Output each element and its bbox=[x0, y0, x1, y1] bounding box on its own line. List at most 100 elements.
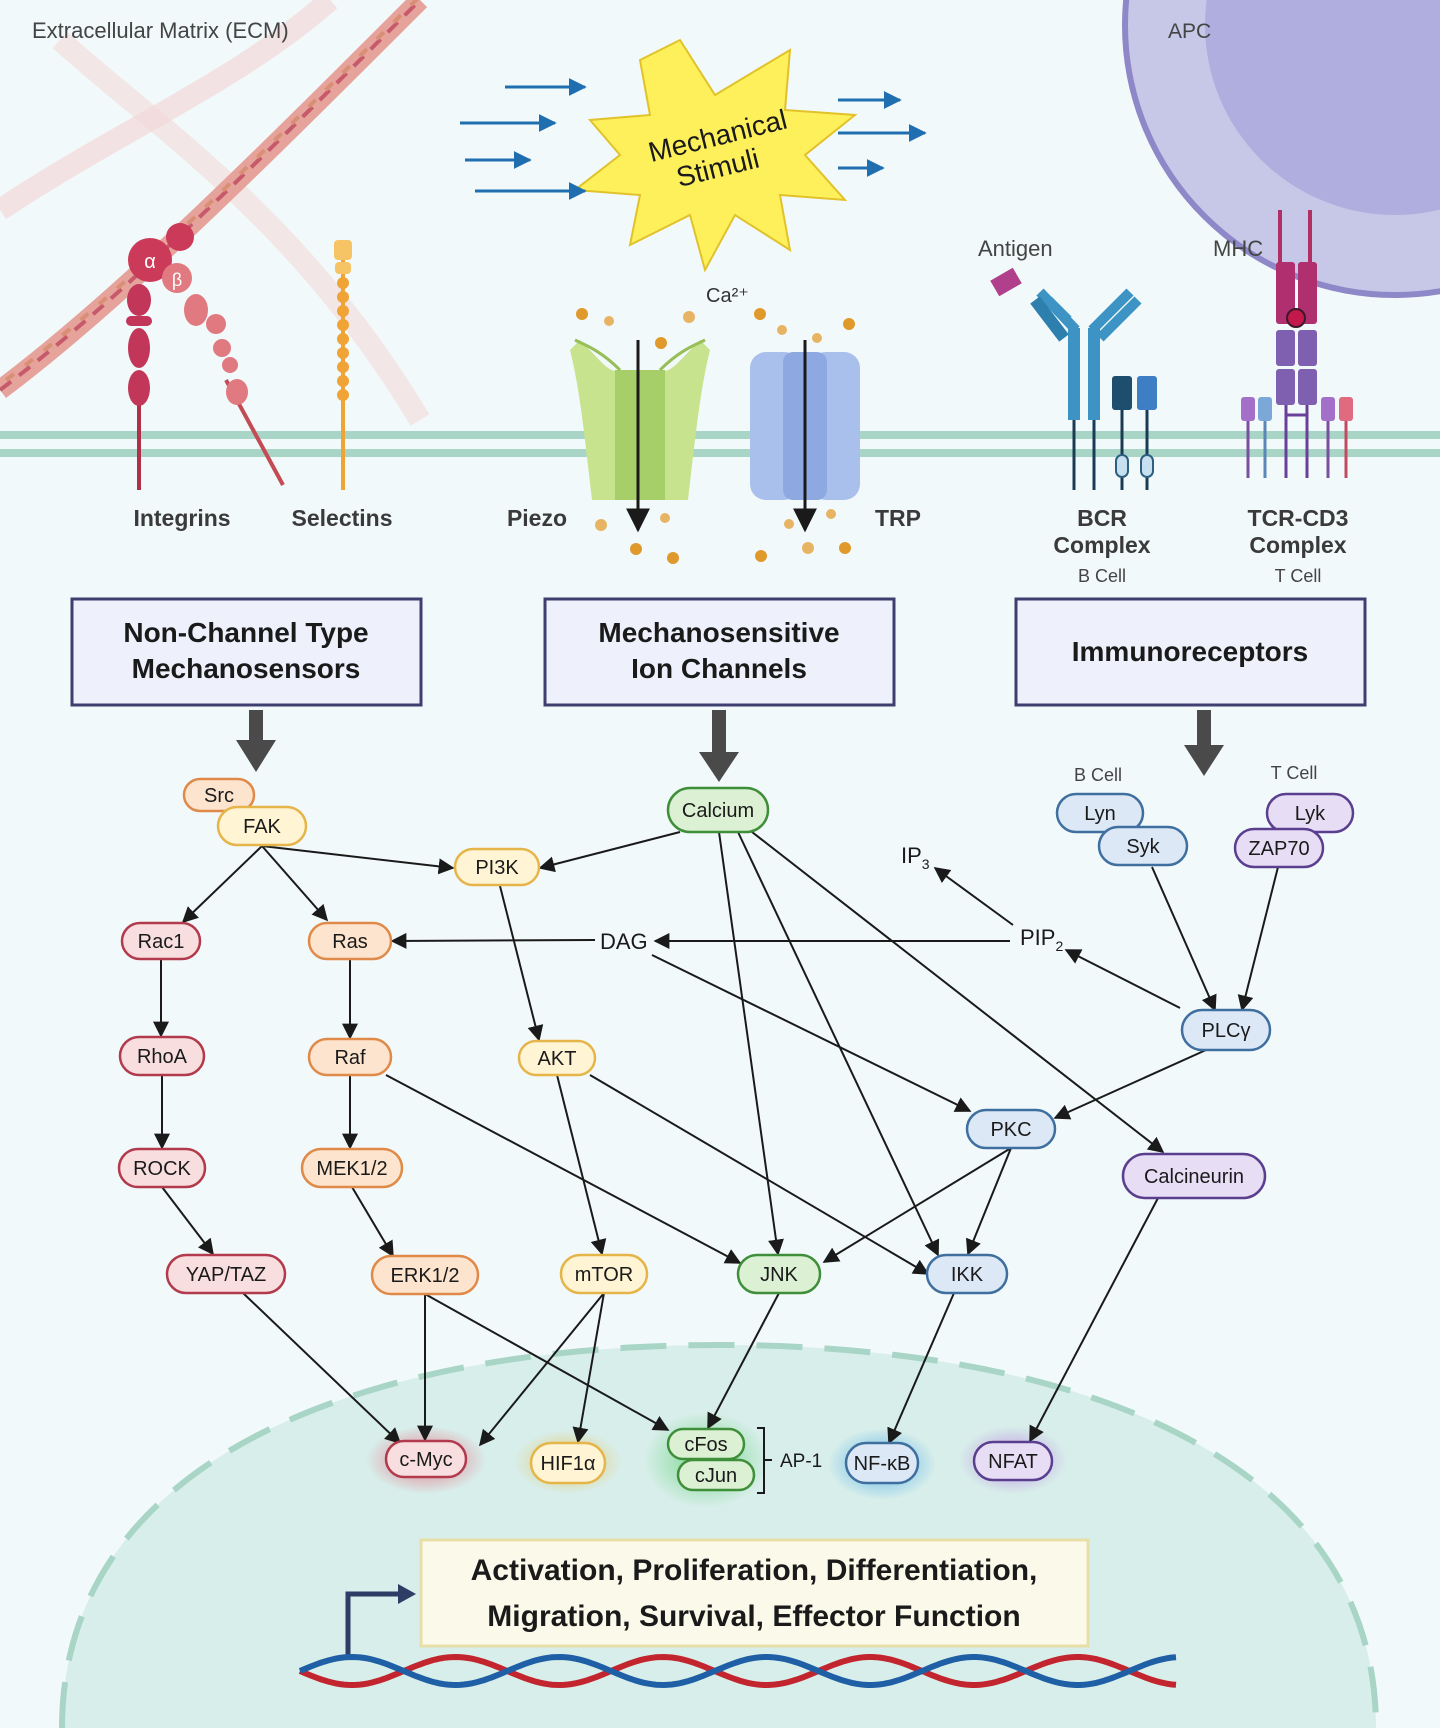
pathway-arrow bbox=[385, 1074, 742, 1264]
node-zap70: ZAP70 bbox=[1233, 827, 1325, 869]
svg-text:PIP2: PIP2 bbox=[1020, 925, 1063, 954]
fak-label: FAK bbox=[243, 816, 281, 838]
pathway-arrow bbox=[651, 954, 972, 1112]
ap1-label: AP-1 bbox=[780, 1451, 822, 1472]
node-erk: ERK1/2 bbox=[370, 1254, 480, 1296]
apc-cell: APC bbox=[1122, 0, 1440, 298]
yaptaz-label: YAP/TAZ bbox=[186, 1264, 266, 1286]
mek-label: MEK1/2 bbox=[316, 1158, 387, 1180]
ecm-label: Extracellular Matrix (ECM) bbox=[32, 18, 289, 43]
tcr-label-1: TCR-CD3 bbox=[1248, 505, 1349, 531]
piezo-channel bbox=[570, 338, 710, 533]
down-arrow bbox=[1184, 710, 1224, 776]
pkc-label: PKC bbox=[990, 1119, 1031, 1141]
trp-label: TRP bbox=[875, 505, 921, 531]
ap1-bracket: AP-1 bbox=[757, 1427, 822, 1494]
tcr-cell-label: T Cell bbox=[1275, 566, 1322, 586]
node-rhoa: RhoA bbox=[118, 1035, 206, 1077]
node-pkc: PKC bbox=[965, 1108, 1057, 1150]
node-plcg: PLCγ bbox=[1180, 1008, 1272, 1052]
node-cmyc: c-Myc bbox=[384, 1439, 468, 1479]
outcome-line-1: Activation, Proliferation, Differentiati… bbox=[471, 1554, 1038, 1587]
stimulus-burst bbox=[572, 38, 858, 273]
node-mtor: mTOR bbox=[559, 1253, 649, 1295]
pathway-arrow bbox=[737, 831, 940, 1257]
pathway-arrow bbox=[822, 1147, 1012, 1263]
category-immunoreceptors: Immunoreceptors bbox=[1014, 597, 1367, 707]
node-lyk: Lyk bbox=[1265, 792, 1355, 834]
cmyc-label: c-Myc bbox=[399, 1449, 452, 1471]
node-lyn: Lyn bbox=[1055, 792, 1145, 834]
bcr-label-1: BCR bbox=[1077, 505, 1127, 531]
pathway-arrow bbox=[1029, 1197, 1159, 1443]
category-arrows bbox=[236, 710, 1224, 782]
trp-channel bbox=[750, 340, 860, 533]
node-akt: AKT bbox=[517, 1039, 597, 1077]
plcg-label: PLCγ bbox=[1202, 1020, 1251, 1042]
pathway-arrow bbox=[707, 1292, 780, 1430]
node-raf: Raf bbox=[307, 1037, 393, 1077]
pathway-arrow bbox=[1053, 1049, 1207, 1120]
calcium-ion-label: Ca²⁺ bbox=[706, 285, 749, 307]
antigen-label: Antigen bbox=[978, 236, 1053, 261]
pathway-arrow bbox=[572, 1292, 605, 1444]
pathway-arrow bbox=[181, 845, 263, 924]
calcineurin-label: Calcineurin bbox=[1144, 1166, 1244, 1188]
tcr-cd3-complex: MHC bbox=[1213, 210, 1353, 478]
pathway-arrow bbox=[887, 1292, 955, 1445]
t-cell-kinase-label: T Cell bbox=[1271, 763, 1318, 783]
node-mek: MEK1/2 bbox=[300, 1147, 404, 1189]
bcr-cell-label: B Cell bbox=[1078, 566, 1126, 586]
ip3-label: IP3 bbox=[901, 843, 930, 872]
pip2-label: PIP2 bbox=[1020, 925, 1063, 954]
pathway-arrow bbox=[589, 1074, 930, 1275]
lyn-label: Lyn bbox=[1084, 803, 1116, 825]
dag-label: DAG bbox=[600, 929, 648, 954]
non-channel-title-1: Non-Channel Type bbox=[123, 617, 368, 648]
node-rock: ROCK bbox=[117, 1147, 207, 1189]
svg-text:IP3: IP3 bbox=[901, 843, 930, 872]
pathway-arrow bbox=[390, 932, 596, 949]
pathway-arrow bbox=[751, 831, 1165, 1153]
outcome-line-2: Migration, Survival, Effector Function bbox=[487, 1600, 1020, 1633]
piezo-label: Piezo bbox=[507, 505, 567, 531]
node-nfat: NFAT bbox=[972, 1440, 1054, 1482]
category-ion-channels: Mechanosensitive Ion Channels bbox=[543, 597, 896, 707]
erk-label: ERK1/2 bbox=[391, 1265, 460, 1287]
pathway-arrow bbox=[933, 867, 1014, 926]
cfos-label: cFos bbox=[684, 1434, 727, 1456]
pathway-arrow bbox=[261, 845, 455, 875]
pathway-arrow bbox=[261, 845, 329, 922]
selectins-label: Selectins bbox=[292, 505, 393, 531]
pathway-arrow bbox=[161, 1186, 214, 1256]
node-pi3k: PI3K bbox=[453, 847, 541, 887]
immuno-title: Immunoreceptors bbox=[1072, 636, 1309, 667]
calcium-ions: Ca²⁺ bbox=[576, 285, 855, 564]
pathway-arrow bbox=[556, 1074, 607, 1256]
mtor-label: mTOR bbox=[575, 1264, 634, 1286]
apc-label: APC bbox=[1168, 20, 1211, 43]
node-syk: Syk bbox=[1097, 825, 1189, 867]
calcium-label: Calcium bbox=[682, 800, 754, 822]
zap70-label: ZAP70 bbox=[1248, 838, 1309, 860]
syk-label: Syk bbox=[1126, 836, 1160, 858]
non-channel-title-2: Mechanosensors bbox=[132, 653, 361, 684]
node-ras: Ras bbox=[307, 921, 393, 961]
pathway-arrow bbox=[1064, 949, 1181, 1009]
ras-label: Ras bbox=[332, 931, 368, 953]
down-arrow bbox=[699, 710, 739, 782]
selectin-receptor bbox=[334, 240, 352, 490]
bcr-label-2: Complex bbox=[1053, 532, 1150, 558]
jnk-label: JNK bbox=[760, 1264, 798, 1286]
pathway-arrow bbox=[242, 1292, 402, 1445]
node-hif1a: HIF1α bbox=[529, 1441, 607, 1485]
rock-label: ROCK bbox=[133, 1158, 191, 1180]
node-src: Src bbox=[182, 777, 256, 813]
b-cell-kinase-label: B Cell bbox=[1074, 765, 1122, 785]
ecm-fibers: Extracellular Matrix (ECM) bbox=[0, 0, 430, 426]
node-fak: FAK bbox=[216, 805, 308, 847]
node-calcineurin: Calcineurin bbox=[1121, 1152, 1267, 1200]
pathway-arrow bbox=[1237, 866, 1279, 1012]
pi3k-label: PI3K bbox=[475, 857, 519, 879]
